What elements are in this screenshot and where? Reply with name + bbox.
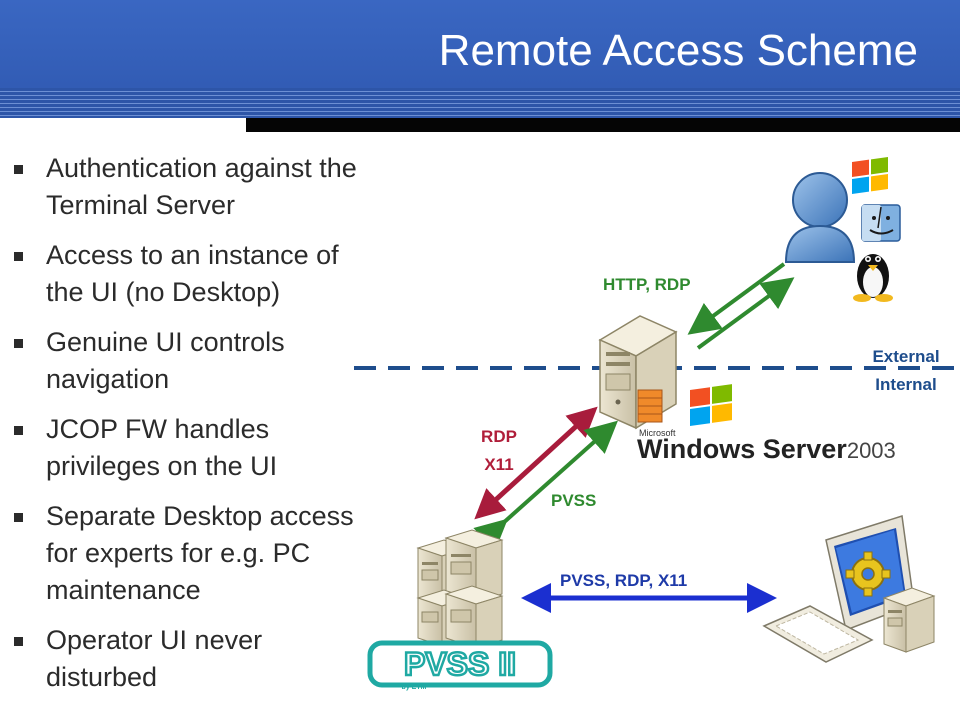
- label-external: External: [872, 347, 940, 366]
- windows-server-name: Windows Server: [637, 434, 847, 464]
- windows-server-wordmark: Windows Server2003: [637, 434, 896, 465]
- arrow-pvss: [473, 420, 618, 552]
- windows-server-flag-icon: [690, 384, 732, 426]
- terminal-server-icon: [598, 315, 678, 430]
- arrow-http-down: [687, 262, 786, 335]
- label-http-rdp: HTTP, RDP: [603, 275, 691, 294]
- label-pvss-rdp-x11: PVSS, RDP, X11: [560, 571, 688, 590]
- label-internal: Internal: [875, 375, 937, 394]
- bullet-item: Access to an instance of the UI (no Desk…: [12, 237, 362, 311]
- pvss-server-cluster-icon: [416, 529, 504, 649]
- bullet-item: Operator UI never disturbed: [12, 622, 362, 696]
- header-stripes: [0, 88, 960, 118]
- arrow-http-up: [696, 277, 795, 350]
- bullet-list: Authentication against the Terminal Serv…: [12, 150, 362, 709]
- gear-icon: [845, 551, 891, 597]
- pvss-logo-subtext: by ETM: [402, 684, 427, 691]
- pvss-logo: PVSS II by ETM: [367, 640, 553, 691]
- bullet-item: JCOP FW handles privileges on the UI: [12, 411, 362, 485]
- windows-icon: [852, 156, 888, 194]
- pvss-logo-text: PVSS II: [404, 646, 516, 682]
- label-network-zones: External Internal: [858, 343, 954, 399]
- label-rdp-x11: RDP X11: [474, 423, 524, 479]
- label-x11: X11: [484, 455, 514, 474]
- bullet-item: Authentication against the Terminal Serv…: [12, 150, 362, 224]
- slide-header: Remote Access Scheme: [0, 0, 960, 118]
- linux-tux-icon: [853, 254, 893, 302]
- user-icon: [784, 172, 856, 263]
- bullet-item: Separate Desktop access for experts for …: [12, 498, 362, 609]
- header-underline-bar: [246, 118, 960, 132]
- windows-server-maker: Microsoft: [639, 428, 676, 438]
- operator-workstation-icon: [762, 515, 936, 663]
- bullet-item: Genuine UI controls navigation: [12, 324, 362, 398]
- label-rdp: RDP: [481, 427, 517, 446]
- windows-server-year: 2003: [846, 438, 896, 463]
- mac-finder-icon: [861, 204, 901, 242]
- slide-title: Remote Access Scheme: [438, 26, 918, 75]
- label-pvss: PVSS: [551, 491, 597, 510]
